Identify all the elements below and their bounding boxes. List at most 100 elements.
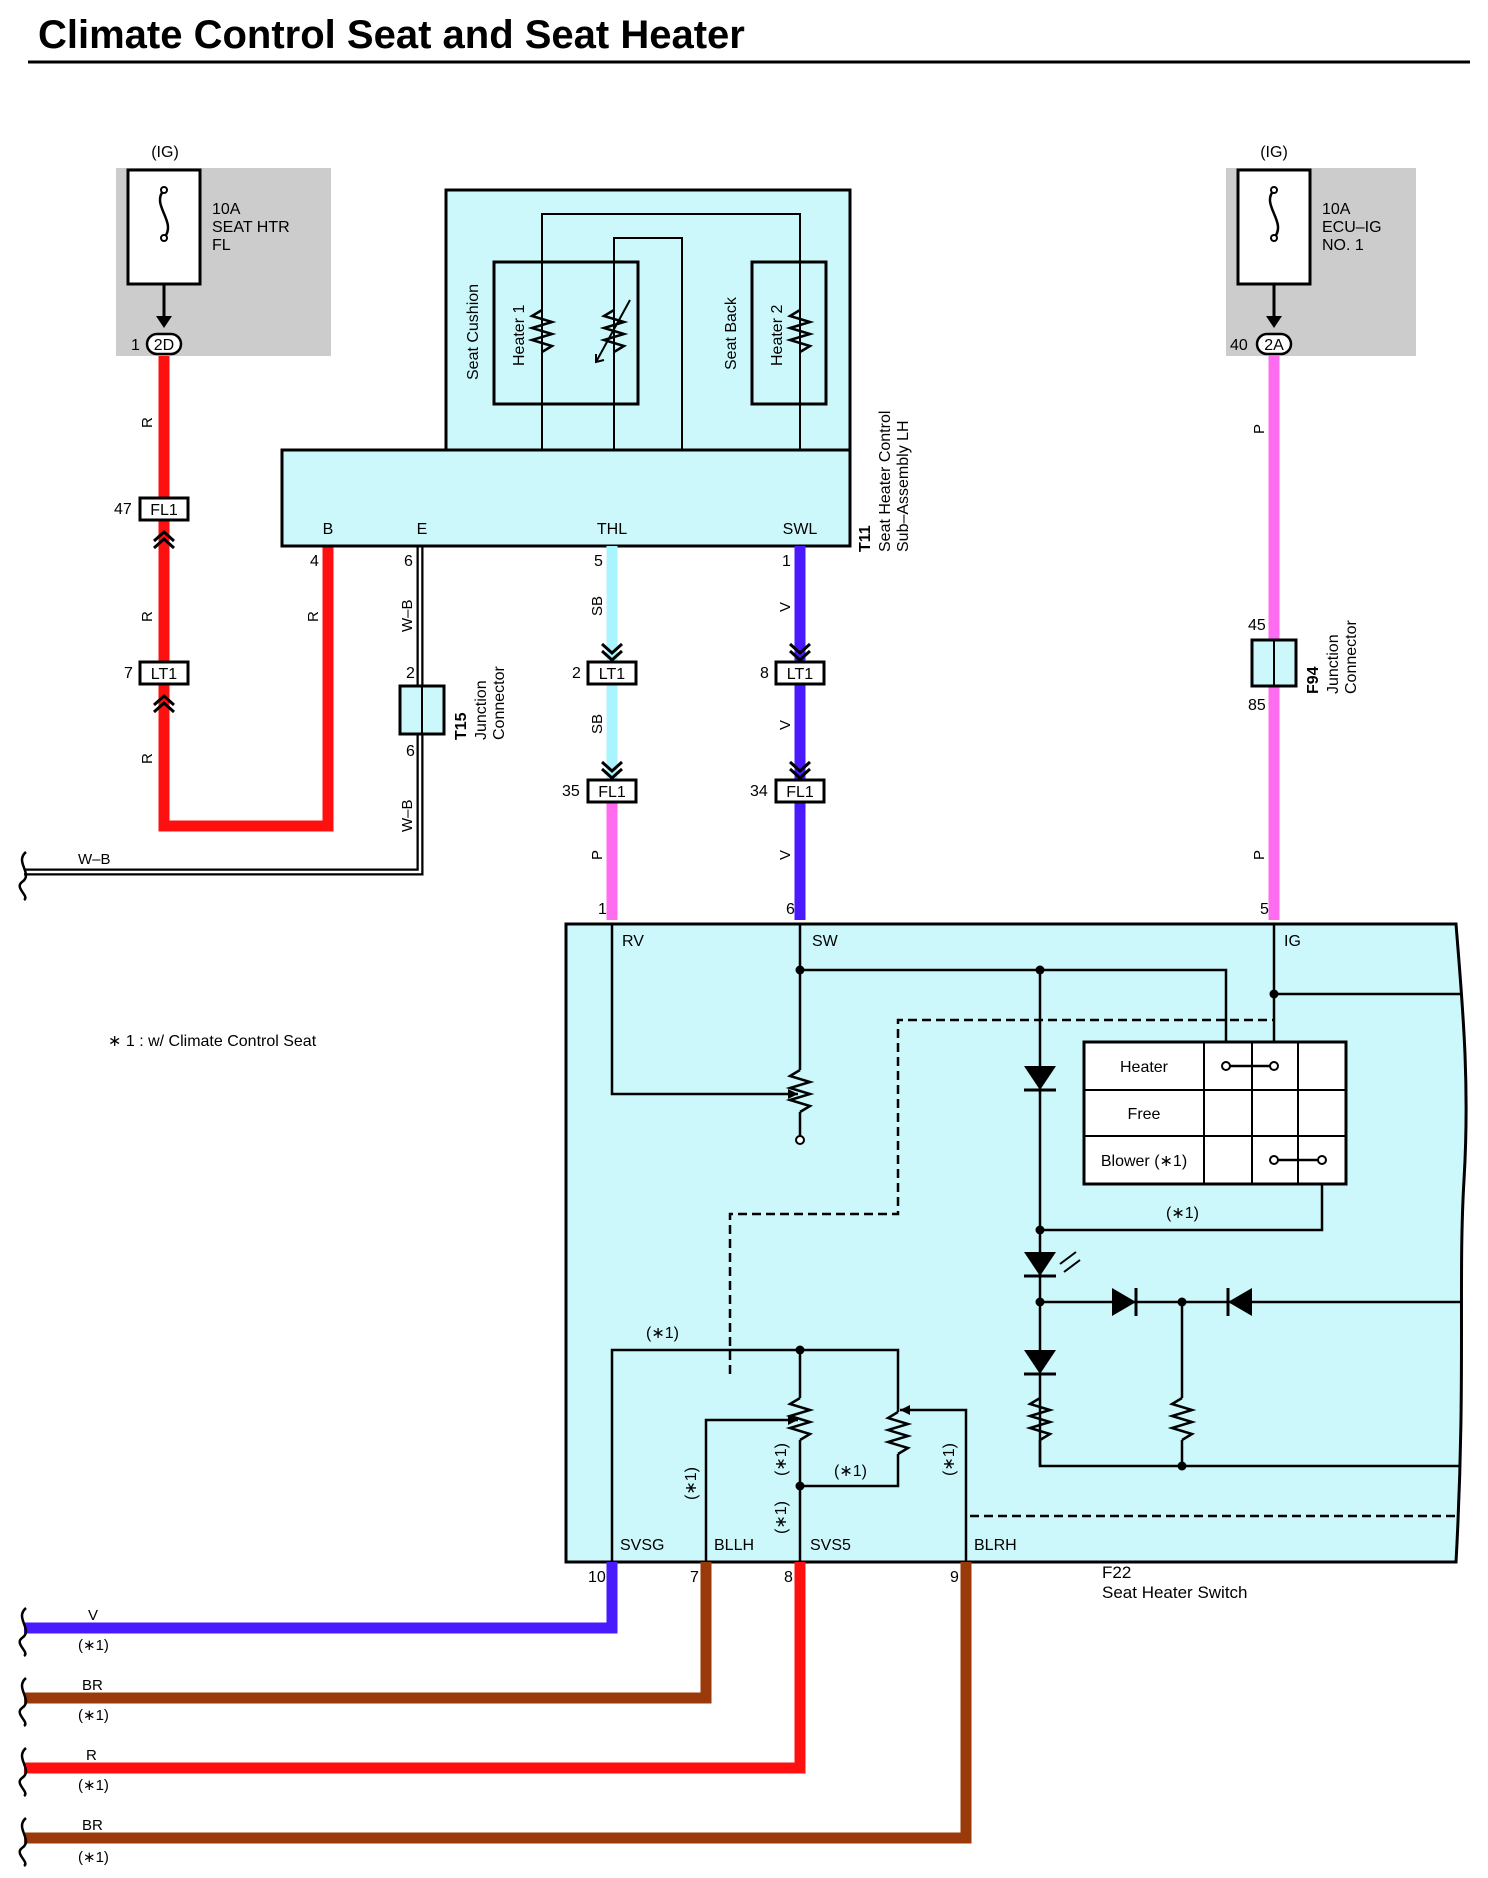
svg-text:SB: SB [589,714,606,734]
heater2-resistor-icon [785,308,815,354]
bottom-wire-svsg: V (∗1) [18,1562,618,1658]
seat-heater-assembly-t11: Seat Cushion Heater 1 Seat Back Heater 2… [280,188,912,570]
svg-text:T11: T11 [857,525,874,552]
svg-text:P: P [589,850,606,860]
svg-text:T15: T15 [453,712,470,740]
svg-text:FL1: FL1 [598,784,626,801]
svg-text:5: 5 [1260,901,1269,918]
svg-text:(∗1): (∗1) [683,1467,700,1500]
svg-text:(∗1): (∗1) [78,1849,109,1866]
svg-text:BR: BR [82,1817,103,1834]
svg-text:LT1: LT1 [151,666,177,683]
svg-text:FL1: FL1 [150,502,178,519]
svg-text:9: 9 [950,1569,959,1586]
svg-text:7: 7 [690,1569,699,1586]
svg-text:8: 8 [784,1569,793,1586]
svg-text:BR: BR [82,1677,103,1694]
junction-connector-t15: 2 6 T15 Junction Connector [398,665,508,760]
svg-text:R: R [305,611,322,622]
svg-text:FL1: FL1 [786,784,814,801]
connector-fl1-sb: FL1 35 [562,760,638,804]
svg-text:Sub–Assembly LH: Sub–Assembly LH [895,420,912,552]
svg-text:47: 47 [114,501,132,518]
svg-text:BLLH: BLLH [714,1537,754,1554]
svg-text:V: V [88,1607,98,1624]
svg-text:1: 1 [598,901,607,918]
svg-text:ECU–IG: ECU–IG [1322,219,1382,236]
svg-text:B: B [323,521,334,538]
svg-text:SWL: SWL [783,521,818,538]
svg-text:THL: THL [597,521,627,538]
fuse1-supply: (IG) [151,144,179,161]
seat-heater-switch-f22: 1 6 5 RV SW IG Heater Free Blower [564,901,1468,1602]
svg-text:SW: SW [812,933,839,950]
diode-icon [1024,1350,1056,1374]
svg-text:Seat Heater Switch: Seat Heater Switch [1102,1583,1248,1602]
potentiometer-icon [785,1396,815,1442]
svg-text:W–B: W–B [399,599,416,632]
svg-text:6: 6 [786,901,795,918]
svg-text:6: 6 [404,553,413,570]
svg-text:Heater: Heater [1120,1059,1169,1076]
svg-text:Seat Cushion: Seat Cushion [465,284,482,380]
svg-text:10: 10 [588,1569,606,1586]
svg-text:(∗1): (∗1) [773,1443,790,1476]
svg-text:R: R [86,1747,97,1764]
diode-icon [1228,1288,1252,1316]
svg-text:(∗1): (∗1) [941,1443,958,1476]
connector-fl1-v: FL1 34 [750,760,826,804]
resistor-icon [1025,1396,1055,1442]
fuse-ecu-ig-no1: (IG) 10A ECU–IG NO. 1 2A 40 [1226,144,1416,356]
svg-text:F94: F94 [1305,666,1322,694]
connector-lt1-r: LT1 7 [124,660,190,714]
wire-r-feed [158,356,334,832]
svg-text:(IG): (IG) [1260,144,1288,161]
svg-text:Junction: Junction [1325,634,1342,694]
svg-text:E: E [417,521,428,538]
svg-text:SB: SB [589,596,606,616]
heater1-resistor-icon [527,308,557,354]
svg-text:Blower (∗1): Blower (∗1) [1101,1153,1187,1170]
connector-lt1-sb: LT1 2 [572,642,638,686]
svg-text:10A: 10A [1322,201,1351,218]
svg-text:BLRH: BLRH [974,1537,1017,1554]
footnote: ∗ 1 : w/ Climate Control Seat [108,1033,317,1050]
svg-text:R: R [139,753,156,764]
svg-text:V: V [777,850,794,860]
svg-text:(∗1): (∗1) [1166,1205,1199,1222]
svg-text:1: 1 [131,337,140,354]
svg-text:Heater 2: Heater 2 [769,305,786,366]
svg-text:40: 40 [1230,337,1248,354]
connector-lt1-v: LT1 8 [760,642,826,686]
svg-text:45: 45 [1248,617,1266,634]
svg-text:(∗1): (∗1) [646,1325,679,1342]
svg-text:34: 34 [750,783,768,800]
diode-icon [1024,1066,1056,1090]
svg-text:2: 2 [406,665,415,682]
svg-text:85: 85 [1248,697,1266,714]
svg-text:NO. 1: NO. 1 [1322,237,1364,254]
fuse-seat-htr-fl: (IG) 10A SEAT HTR FL 2D 1 [116,144,331,356]
svg-text:(∗1): (∗1) [78,1777,109,1794]
svg-text:W–B: W–B [399,799,416,832]
svg-text:V: V [777,720,794,730]
svg-text:2A: 2A [1264,337,1284,354]
svg-text:6: 6 [406,743,415,760]
svg-text:SVS5: SVS5 [810,1537,851,1554]
svg-text:(∗1): (∗1) [78,1707,109,1724]
page-title: Climate Control Seat and Seat Heater [38,13,745,57]
potentiometer-icon [883,1410,913,1456]
svg-text:Junction: Junction [473,680,490,740]
bottom-wire-blrh: BR (∗1) [18,1562,972,1868]
potentiometer-icon [785,1068,815,1114]
svg-text:R: R [139,611,156,622]
svg-text:5: 5 [594,553,603,570]
svg-text:8: 8 [760,665,769,682]
svg-text:Free: Free [1128,1106,1161,1123]
svg-text:Heater 1: Heater 1 [511,305,528,366]
svg-text:P: P [1251,850,1268,860]
svg-text:P: P [1251,424,1268,434]
svg-text:SVSG: SVSG [620,1537,664,1554]
svg-text:Seat Back: Seat Back [723,296,740,370]
